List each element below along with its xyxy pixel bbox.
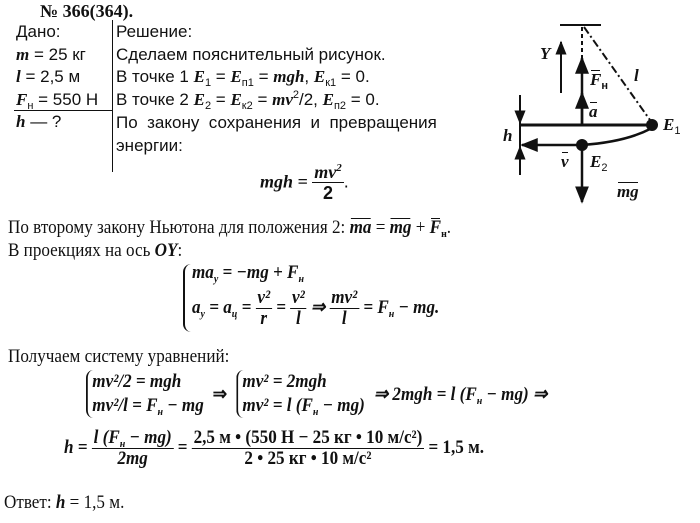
ball-position-1 (646, 119, 658, 131)
given-mass: m = 25 кг (16, 45, 86, 64)
solution-line: Сделаем пояснительный рисунок. (116, 45, 386, 64)
diagram-label-acceleration: a (589, 102, 598, 121)
given-label: Дано: (16, 22, 61, 41)
combined-equation: ⇒ 2mgh = l (Fн − mg) ⇒ (373, 383, 548, 407)
system-brace-1 (183, 264, 191, 332)
implies-arrow: ⇒ (212, 383, 228, 405)
trajectory-arc (581, 127, 651, 147)
conservation-law-text: По закону сохранения и превращения (116, 113, 437, 132)
given-length: l = 2,5 м (16, 67, 81, 86)
system-brace-3: mv² = 2mgh mv² = l (Fн − mg) (236, 370, 365, 418)
diagram-label-tension: Fн (590, 70, 608, 92)
given-force: Fн = 550 Н (16, 90, 99, 112)
diagram-label-e1: E1 (663, 115, 681, 137)
conservation-law-text-2: энергии: (116, 136, 183, 155)
system3-row1: mv² = 2mgh (242, 371, 327, 392)
diagram-label-length: l (634, 66, 639, 85)
thread-line (583, 26, 651, 121)
projection-line: В проекциях на ось OY: (8, 240, 183, 261)
diagram-label-e2: E2 (590, 152, 608, 174)
point1-energy: В точке 1 E1 = Eп1 = mgh, Eк1 = 0. (116, 67, 370, 89)
diagram-label-height: h (503, 126, 513, 145)
system2-row2: mv²/l = Fн − mg (92, 395, 204, 418)
system3-row2: mv² = l (Fн − mg) (242, 395, 365, 418)
find-h: h — ? (16, 112, 62, 131)
system2-row: mv²/2 = mgh mv²/l = Fн − mg ⇒ mv² = 2mgh… (86, 370, 556, 418)
final-formula: h = l (Fн − mg)2mg = 2,5 м • (550 Н − 25… (64, 427, 485, 469)
column-divider (112, 20, 113, 172)
problem-number: № 366(364). (40, 1, 134, 21)
newton-law-line: По второму закону Ньютона для положения … (8, 217, 452, 240)
diagram-label-gravity: mg (616, 182, 639, 201)
diagram-label-y: Y (540, 44, 551, 63)
diagram-label-velocity: v (560, 152, 569, 171)
answer-line: Ответ: h = 1,5 м. (4, 492, 125, 513)
system1-row1: may = −mg + Fн (192, 262, 304, 285)
point2-energy: В точке 2 E2 = Eк2 = mv2/2, Eп2 = 0. (116, 89, 380, 112)
system-label: Получаем систему уравнений: (8, 346, 230, 367)
given-divider (14, 110, 112, 111)
solution-label: Решение: (116, 22, 193, 41)
system2-row1: mv²/2 = mgh (92, 371, 182, 392)
pendulum-diagram (514, 24, 658, 204)
system-brace-2: mv²/2 = mgh mv²/l = Fн − mg (86, 370, 204, 418)
